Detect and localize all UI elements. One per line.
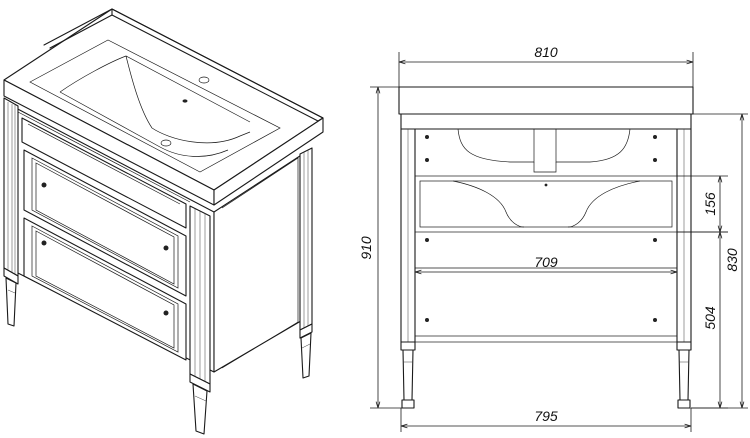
lower-drawer [23,217,187,361]
overflow-hole [182,99,188,103]
isometric-vanity [3,8,324,435]
dim-top-width: 810 [534,44,558,60]
dim-inner-width: 709 [534,254,558,270]
drain-hole [160,139,172,147]
elev-drawer-cutout-right [567,180,641,228]
basin-bowl [59,55,251,144]
elev-bottom-rail [414,335,678,343]
leg-front-left [5,277,17,327]
elev-drain [533,162,557,173]
upper-drawer-knob-left [41,182,47,188]
elev-leg-left [402,349,414,401]
upper-drawer [23,149,187,297]
dim-body-height: 830 [724,248,740,272]
basin-rim [29,39,281,173]
elev-basin-left [457,128,535,163]
elev-drawer-box [414,175,678,233]
dim-leg-height: 504 [702,306,718,330]
dim-total-height: 910 [358,236,374,260]
countertop-side-edge [213,117,324,206]
elev-screws [425,135,657,322]
leg-back-right [300,332,312,379]
tap-hole [198,76,210,84]
lower-drawer-knob-left [41,240,47,246]
elev-basin-right [555,128,631,163]
elev-leg-right [678,349,690,401]
dim-bottom-width: 795 [534,408,558,424]
back-pilaster [299,147,313,331]
dimension-lines [370,52,748,432]
elev-drawer-cutout-left [452,180,525,228]
elev-countertop [398,86,694,115]
leg-front-right [192,383,208,435]
top-drawer-rail [21,117,187,229]
left-pilaster [3,97,19,277]
front-elevation [398,86,694,409]
lower-drawer-knob-right [163,310,169,316]
dim-drawer-height: 156 [702,192,718,216]
upper-drawer-knob-right [163,245,169,251]
